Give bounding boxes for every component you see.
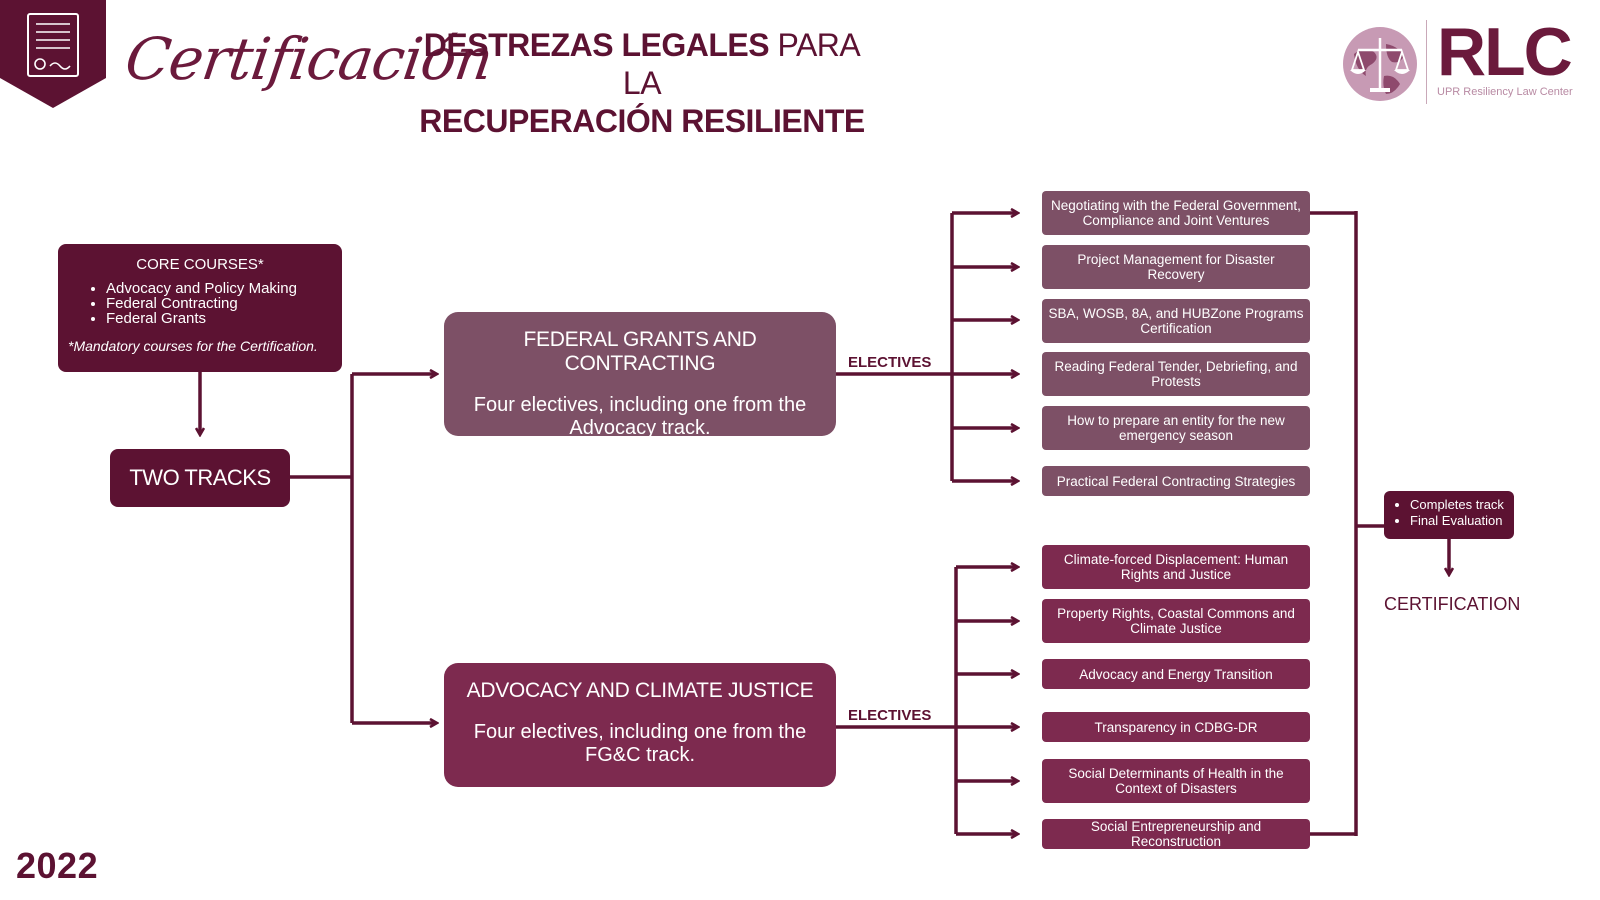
- elective-item: Negotiating with the Federal Government,…: [1042, 191, 1310, 235]
- elective-item: Property Rights, Coastal Commons and Cli…: [1042, 599, 1310, 643]
- elective-item: Project Management for Disaster Recovery: [1042, 245, 1310, 289]
- document-certificate-icon: [0, 0, 106, 108]
- list-item: Advocacy and Policy Making: [106, 281, 330, 296]
- list-item: Final Evaluation: [1410, 513, 1508, 529]
- elective-item: Practical Federal Contracting Strategies: [1042, 466, 1310, 496]
- title-line1-rest: PARA LA: [622, 27, 861, 101]
- title-line2: RECUPERACIÓN RESILIENTE: [419, 103, 865, 139]
- title-line1-bold: DESTREZAS LEGALES: [423, 27, 770, 63]
- electives-label: ELECTIVES: [848, 707, 932, 724]
- certification-label: CERTIFICATION: [1384, 594, 1521, 614]
- logo-subtitle: UPR Resiliency Law Center: [1437, 86, 1573, 98]
- final-requirements-box: Completes track Final Evaluation: [1384, 491, 1514, 539]
- elective-item: Social Determinants of Health in the Con…: [1042, 759, 1310, 803]
- core-courses-list: Advocacy and Policy Making Federal Contr…: [106, 281, 330, 326]
- logo-text: RLC: [1437, 14, 1573, 90]
- two-tracks-box: TWO TRACKS: [110, 449, 290, 507]
- track-advocacy-climate: ADVOCACY AND CLIMATE JUSTICE Four electi…: [444, 663, 836, 787]
- year-label: 2022: [16, 845, 99, 886]
- core-courses-box: CORE COURSES* Advocacy and Policy Making…: [58, 244, 342, 372]
- elective-item: Reading Federal Tender, Debriefing, and …: [1042, 352, 1310, 396]
- electives-label: ELECTIVES: [848, 354, 932, 371]
- globe-scales-icon: [1343, 27, 1417, 101]
- elective-item: Social Entrepreneurship and Reconstructi…: [1042, 819, 1310, 849]
- list-item: Federal Grants: [106, 311, 330, 326]
- page-title: DESTREZAS LEGALES PARA LA RECUPERACIÓN R…: [402, 26, 882, 140]
- elective-item: How to prepare an entity for the new eme…: [1042, 406, 1310, 450]
- track-title: ADVOCACY AND CLIMATE JUSTICE: [466, 679, 814, 702]
- elective-item: Advocacy and Energy Transition: [1042, 659, 1310, 689]
- elective-item: Climate-forced Displacement: Human Right…: [1042, 545, 1310, 589]
- track-description: Four electives, including one from the F…: [473, 721, 807, 766]
- script-title: Certificación: [121, 25, 497, 93]
- core-courses-title: CORE COURSES*: [136, 256, 264, 273]
- logo-divider: [1426, 20, 1427, 104]
- track-description: Four electives, including one from the A…: [473, 394, 807, 439]
- elective-item: SBA, WOSB, 8A, and HUBZone Programs Cert…: [1042, 299, 1310, 343]
- list-item: Federal Contracting: [106, 296, 330, 311]
- core-courses-note: *Mandatory courses for the Certification…: [68, 338, 318, 354]
- track-title: FEDERAL GRANTS AND CONTRACTING: [523, 328, 757, 375]
- track-federal-grants: FEDERAL GRANTS AND CONTRACTING Four elec…: [444, 312, 836, 439]
- list-item: Completes track: [1410, 497, 1508, 513]
- elective-item: Transparency in CDBG-DR: [1042, 712, 1310, 742]
